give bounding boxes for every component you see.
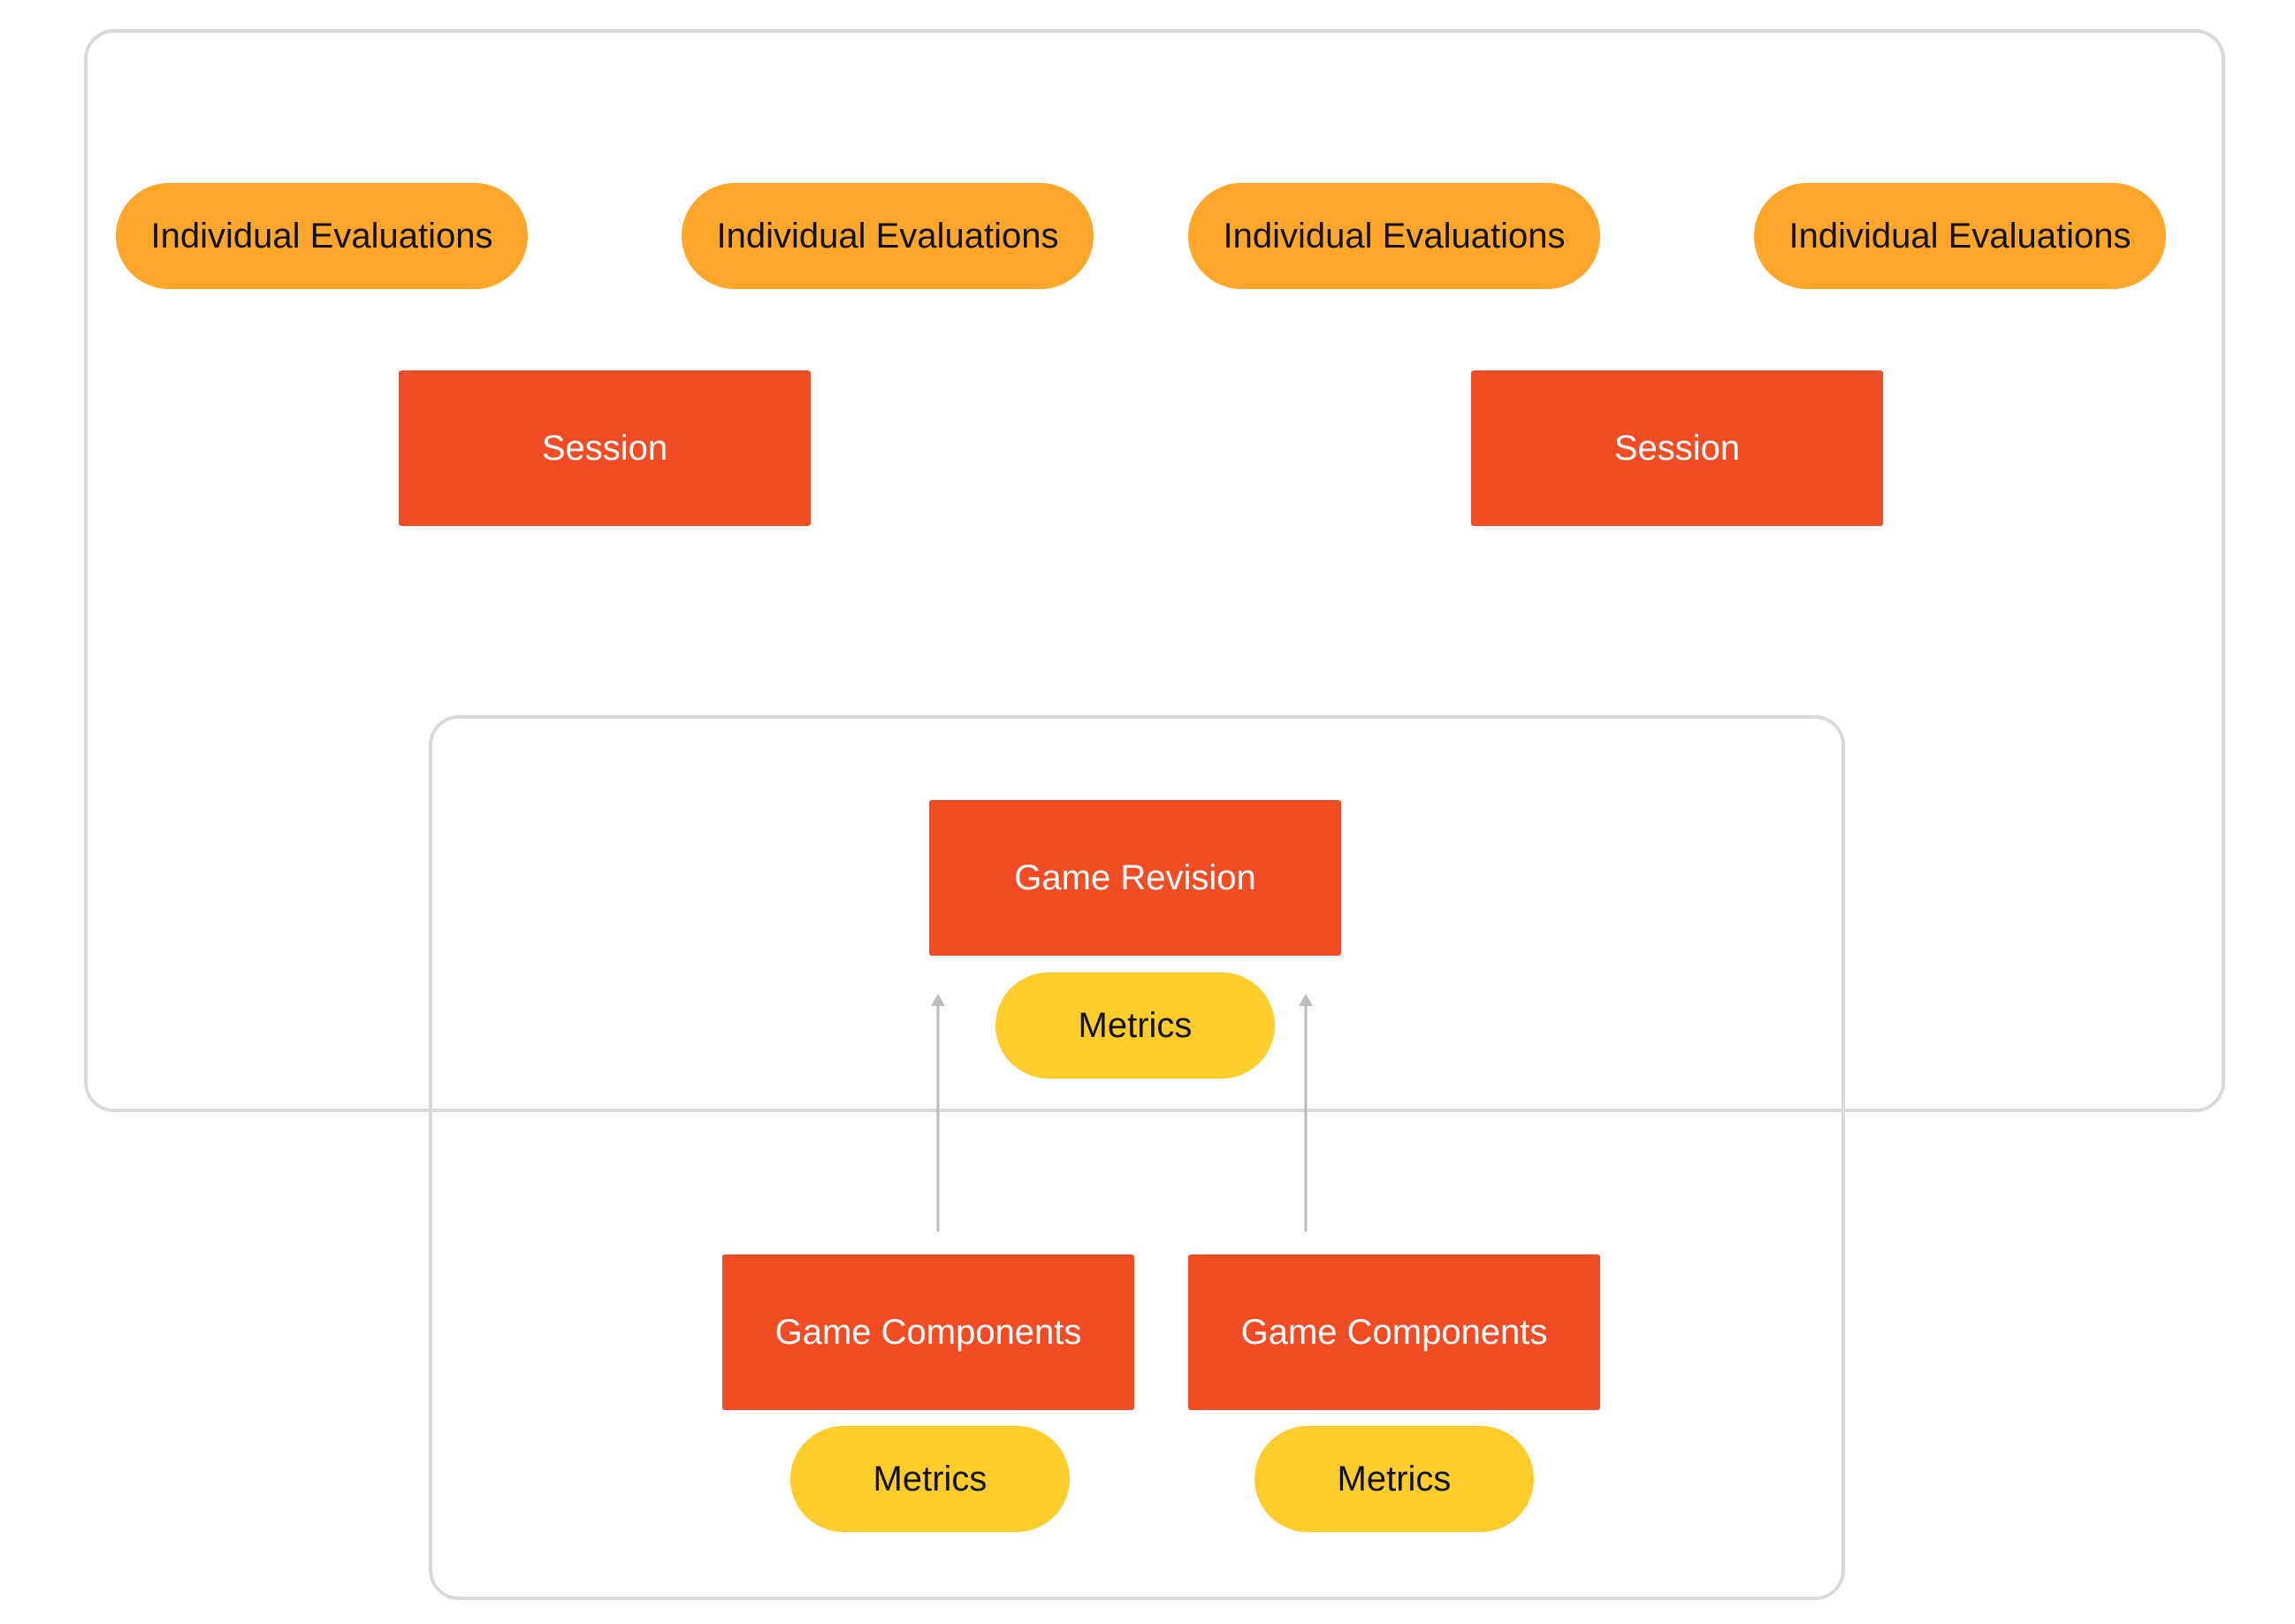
individual-evaluations-pill-1: Individual Evaluations [116, 183, 528, 289]
game-components-box-2: Game Components [1188, 1254, 1600, 1410]
session-box-1: Session [399, 370, 811, 526]
game-components-metrics-pill-1: Metrics [790, 1426, 1070, 1532]
metrics-label: Metrics [873, 1459, 987, 1498]
game-revision-label: Game Revision [1014, 858, 1256, 897]
inner-group-frame [429, 715, 1845, 1600]
session-label: Session [1613, 428, 1741, 468]
arrow-head-left-icon [931, 994, 945, 1006]
arrow-head-right-icon [1299, 994, 1313, 1006]
individual-evaluations-label: Individual Evaluations [716, 216, 1059, 255]
metrics-label: Metrics [1337, 1459, 1452, 1498]
outer-group-frame [84, 29, 2225, 1112]
game-revision-box: Game Revision [929, 800, 1341, 956]
session-box-2: Session [1471, 370, 1883, 526]
game-components-metrics-pill-2: Metrics [1254, 1426, 1534, 1532]
individual-evaluations-pill-2: Individual Evaluations [682, 183, 1094, 289]
game-components-box-1: Game Components [722, 1254, 1134, 1410]
session-label: Session [541, 428, 668, 468]
game-components-label: Game Components [774, 1312, 1082, 1352]
game-components-label: Game Components [1240, 1312, 1548, 1352]
individual-evaluations-pill-3: Individual Evaluations [1188, 183, 1600, 289]
individual-evaluations-label: Individual Evaluations [150, 216, 493, 255]
metrics-label: Metrics [1078, 1005, 1193, 1045]
individual-evaluations-pill-4: Individual Evaluations [1754, 183, 2166, 289]
game-revision-metrics-pill: Metrics [995, 972, 1275, 1079]
individual-evaluations-label: Individual Evaluations [1223, 216, 1566, 255]
individual-evaluations-label: Individual Evaluations [1788, 216, 2131, 255]
